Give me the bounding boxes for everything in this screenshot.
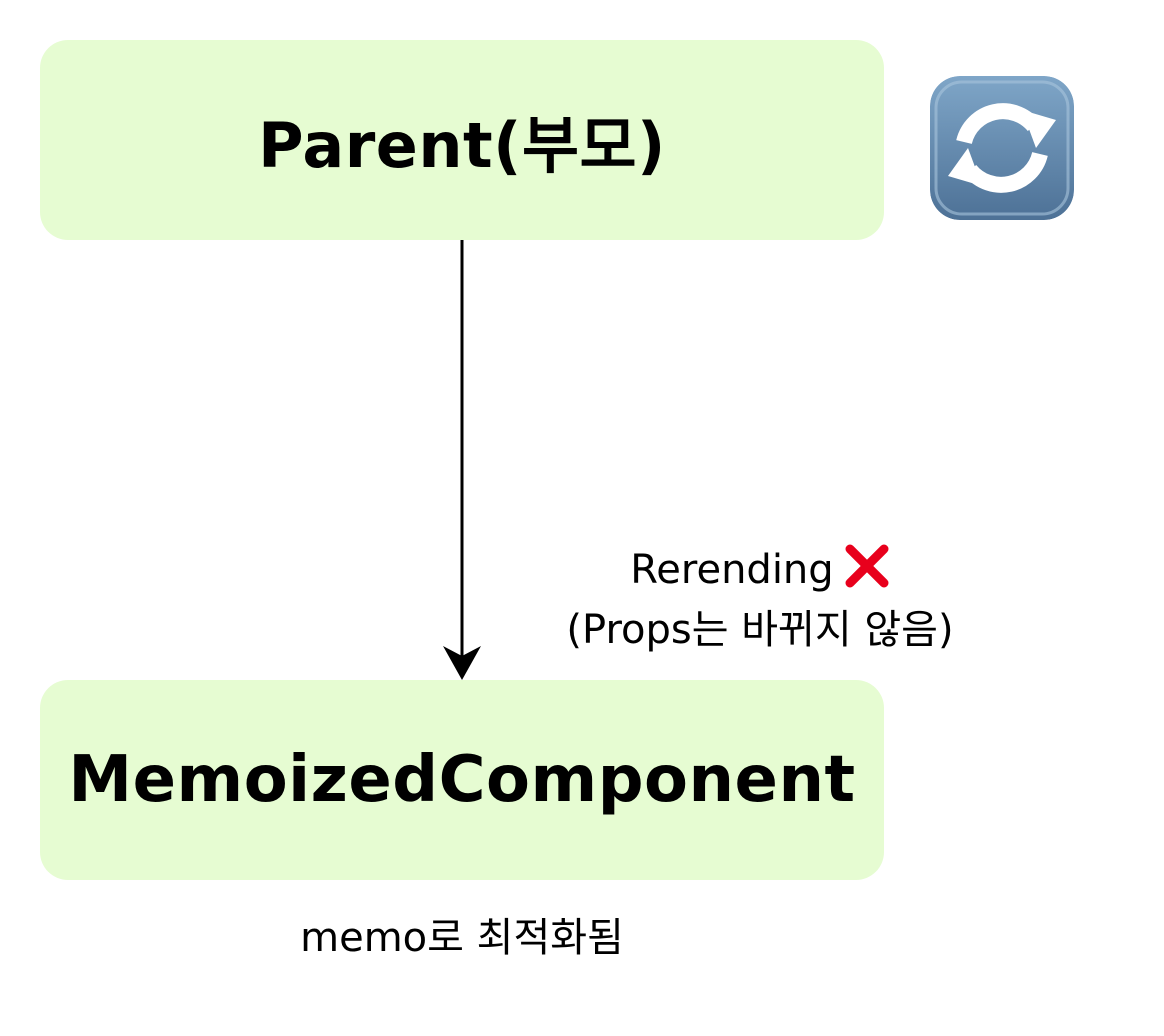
parent-node: Parent(부모) [40,40,884,240]
edge-label-line-2: (Props는 바뀌지 않음) [566,607,954,653]
memoized-component-node: MemoizedComponent [40,680,884,880]
refresh-icon [930,76,1074,220]
parent-node-label: Parent(부모) [258,109,666,182]
cross-icon [845,544,889,588]
memoized-component-label: MemoizedComponent [68,743,856,817]
edge-label: Rerending (Props는 바뀌지 않음) [520,540,1000,660]
rerending-text: Rerending [630,547,834,593]
edge-label-line-1: Rerending [520,540,1000,600]
memo-caption: memo로 최적화됨 [300,915,624,961]
